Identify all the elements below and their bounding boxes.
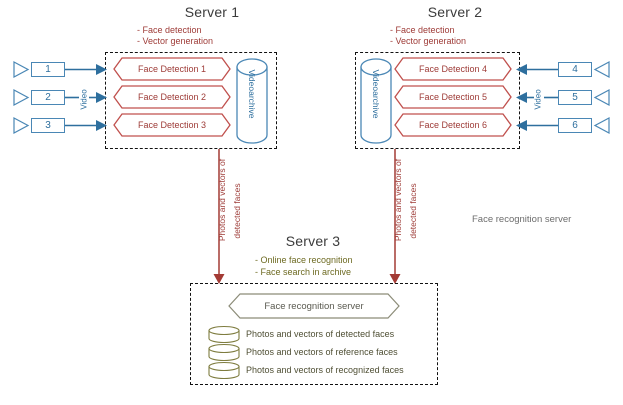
server1-process-0[interactable]: Face Detection 1	[113, 57, 231, 81]
server1-process-2-label: Face Detection 3	[137, 120, 207, 130]
database-reference-faces-icon[interactable]	[208, 343, 240, 362]
camera-4-arrow	[516, 62, 558, 77]
camera-4-icon	[593, 60, 611, 79]
server1-process-1-label: Face Detection 2	[137, 92, 207, 102]
face-recognition-server-note: Face recognition server	[472, 214, 572, 225]
server1-bullet-1: - Vector generation	[137, 36, 214, 46]
server1-boundary	[105, 52, 277, 149]
camera-2-icon	[12, 88, 30, 107]
server1-bullet-0: - Face detection	[137, 25, 202, 35]
camera-1-number: 1	[45, 64, 51, 75]
server2-flow-label-line1: Photos and vectors of	[393, 158, 403, 242]
server2-video-label: Video	[533, 89, 543, 110]
database-recognized-faces-icon[interactable]	[208, 361, 240, 380]
database-detected-faces-label: Photos and vectors of detected faces	[246, 329, 395, 339]
server1-videoarchive-label: Videoarchive	[247, 69, 257, 119]
server1-flow-label-line1: Photos and vectors of	[217, 158, 227, 242]
server2-process-2[interactable]: Face Detection 6	[394, 113, 512, 137]
server2-process-0-label: Face Detection 4	[418, 64, 488, 74]
server2-boundary	[355, 52, 520, 149]
server1-title: Server 1	[184, 4, 240, 20]
camera-3-number: 3	[45, 120, 51, 131]
camera-5-number: 5	[572, 92, 578, 103]
camera-5-arrow	[516, 90, 558, 105]
server2-to-server3-arrow	[388, 149, 402, 284]
server2-videoarchive-label: Videoarchive	[371, 69, 381, 119]
server2-bullet-1: - Vector generation	[390, 36, 467, 46]
camera-5-box[interactable]: 5	[558, 90, 592, 105]
server1-video-label: Video	[79, 89, 89, 110]
database-reference-faces-label: Photos and vectors of reference faces	[246, 347, 398, 357]
server2-flow-label-line2: detected faces	[408, 183, 418, 239]
server1-process-2[interactable]: Face Detection 3	[113, 113, 231, 137]
server3-title: Server 3	[285, 233, 341, 249]
server3-process-label: Face recognition server	[264, 300, 364, 312]
server1-flow-label-line2: detected faces	[232, 183, 242, 239]
camera-6-number: 6	[572, 120, 578, 131]
server1-process-0-label: Face Detection 1	[137, 64, 207, 74]
camera-4-box[interactable]: 4	[558, 62, 592, 77]
camera-3-icon	[12, 116, 30, 135]
server2-process-1-label: Face Detection 5	[418, 92, 488, 102]
server1-process-1[interactable]: Face Detection 2	[113, 85, 231, 109]
camera-5-icon	[593, 88, 611, 107]
server1-videoarchive[interactable]: Videoarchive	[236, 58, 268, 144]
camera-2-arrow	[65, 90, 107, 105]
server1-to-server3-arrow	[212, 149, 226, 284]
camera-6-arrow	[516, 118, 558, 133]
camera-1-box[interactable]: 1	[31, 62, 65, 77]
server2-title: Server 2	[427, 4, 483, 20]
camera-6-box[interactable]: 6	[558, 118, 592, 133]
camera-4-number: 4	[572, 64, 578, 75]
camera-2-number: 2	[45, 92, 51, 103]
server2-bullet-0: - Face detection	[390, 25, 455, 35]
server3-process[interactable]: Face recognition server	[228, 293, 400, 319]
server3-bullet-1: - Face search in archive	[255, 267, 352, 277]
camera-3-arrow	[65, 118, 107, 133]
server3-bullet-0: - Online face recognition	[255, 255, 353, 265]
server2-videoarchive[interactable]: Videoarchive	[360, 58, 392, 144]
camera-1-icon	[12, 60, 30, 79]
server2-process-0[interactable]: Face Detection 4	[394, 57, 512, 81]
camera-1-arrow	[65, 62, 107, 77]
database-recognized-faces-label: Photos and vectors of recognized faces	[246, 365, 404, 375]
server2-process-1[interactable]: Face Detection 5	[394, 85, 512, 109]
camera-6-icon	[593, 116, 611, 135]
camera-3-box[interactable]: 3	[31, 118, 65, 133]
server3-boundary	[190, 283, 438, 385]
database-detected-faces-icon[interactable]	[208, 325, 240, 344]
camera-2-box[interactable]: 2	[31, 90, 65, 105]
server2-process-2-label: Face Detection 6	[418, 120, 488, 130]
